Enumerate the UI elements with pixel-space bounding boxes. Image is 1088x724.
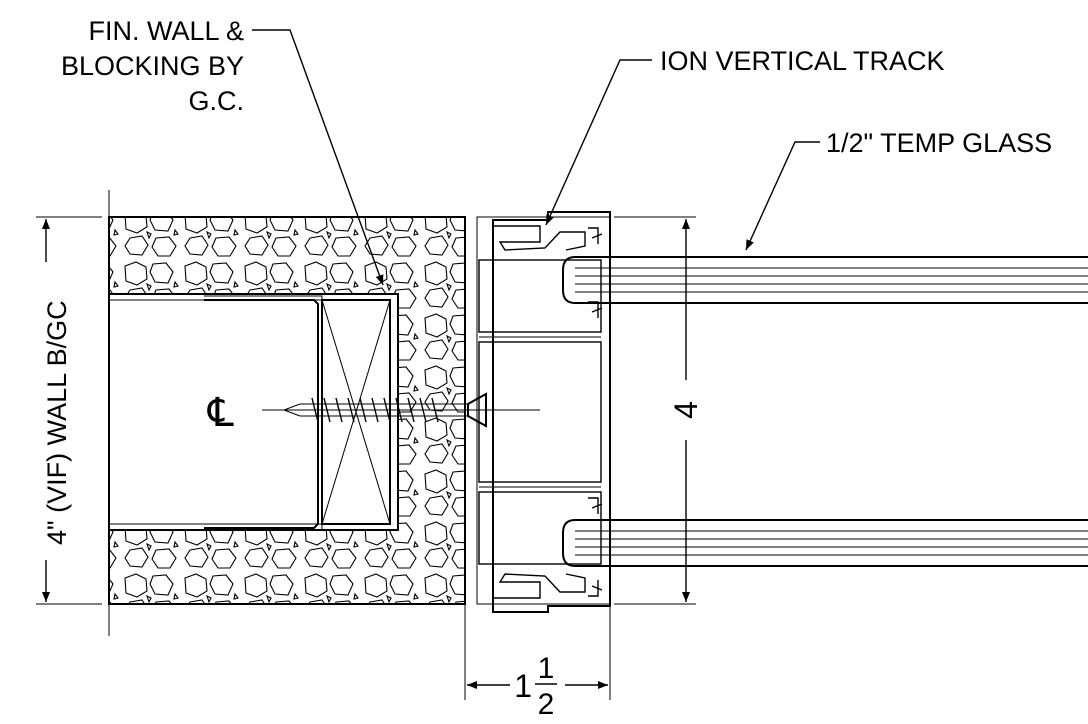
screw (282, 392, 487, 428)
fin-wall-label-line1: FIN. WALL & (88, 16, 244, 46)
wall-dimension-label: 4" (VIF) WALL B/GC (42, 300, 72, 545)
glass-label: 1/2" TEMP GLASS (826, 128, 1052, 158)
vertical-track (476, 211, 611, 613)
insulation-right (398, 294, 464, 530)
centerline: ℄ (207, 390, 540, 436)
fin-wall-leader (252, 29, 384, 286)
centerline-symbol: ℄ (207, 390, 234, 436)
insulation-top (110, 218, 464, 294)
track-width-dimension: 1 1 2 (464, 604, 611, 721)
vertical-track-label: ION VERTICAL TRACK (660, 46, 945, 76)
glass-panel-bottom (562, 519, 1088, 567)
wall-dimension-line (36, 216, 102, 605)
insulation-bottom (110, 530, 464, 603)
track-depth-value: 4 (668, 401, 704, 419)
fin-wall-label-line3: G.C. (188, 86, 244, 116)
track-width-numerator: 1 (538, 652, 555, 685)
wall-section (108, 190, 466, 636)
vertical-track-leader (545, 59, 652, 226)
metal-stud (204, 299, 319, 529)
wood-blocking (321, 299, 391, 525)
glass-panel-top (562, 256, 1088, 304)
track-width-whole: 1 (514, 668, 532, 704)
track-width-denominator: 2 (538, 688, 555, 721)
track-depth-dimension: 4 (614, 216, 704, 605)
fin-wall-label-line2: BLOCKING BY (61, 51, 244, 81)
glass-leader (745, 141, 820, 251)
